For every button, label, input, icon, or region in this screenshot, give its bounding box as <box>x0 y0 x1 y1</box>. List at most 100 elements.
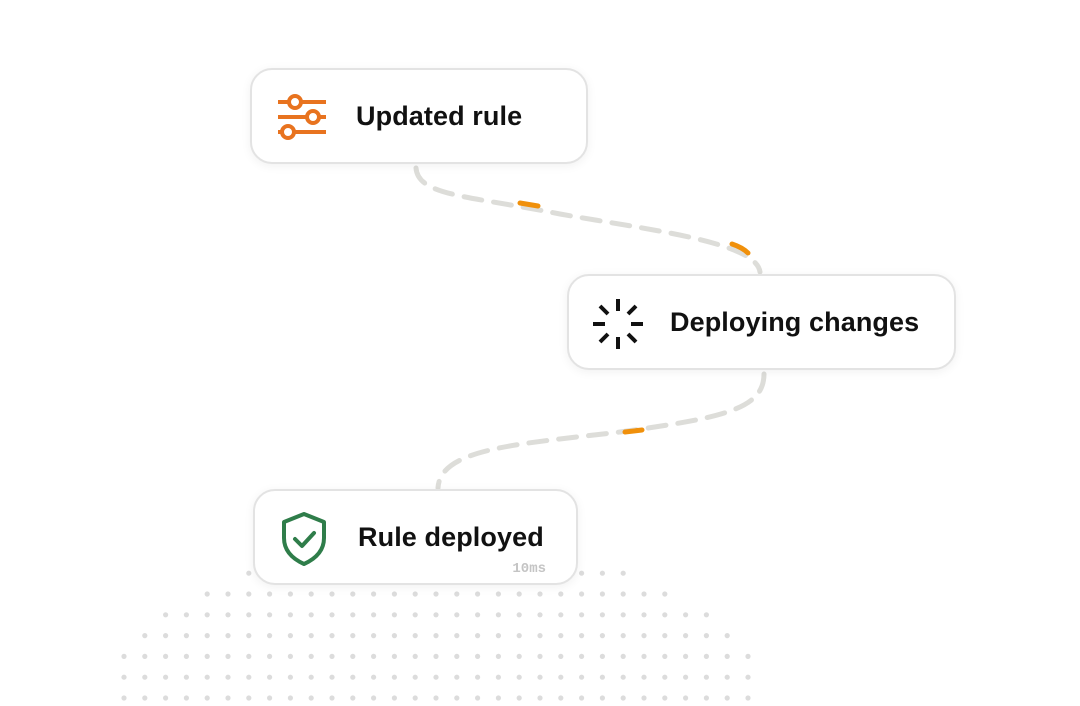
step-duration: 10ms <box>512 561 546 577</box>
pattern-dot <box>579 612 585 618</box>
step-label-deploying-changes: Deploying changes <box>670 307 920 337</box>
pattern-dot <box>287 591 293 597</box>
connectors <box>413 165 767 491</box>
pattern-dot <box>308 612 314 618</box>
pattern-dot <box>475 591 481 597</box>
connector-highlight-1 <box>517 200 541 209</box>
pattern-dot <box>641 674 647 680</box>
pattern-dot <box>350 612 356 618</box>
pattern-dot <box>433 591 439 597</box>
pattern-dot <box>225 695 231 701</box>
pattern-dot <box>579 591 585 597</box>
pattern-dot <box>641 591 647 597</box>
pattern-dot <box>703 612 710 618</box>
pattern-dot <box>558 612 564 618</box>
pattern-dot <box>620 591 626 597</box>
pattern-dot <box>683 674 689 680</box>
pattern-dot <box>267 633 273 639</box>
pattern-dot <box>225 653 231 660</box>
pattern-dot <box>308 633 314 639</box>
pattern-dot <box>412 612 418 618</box>
pattern-dot <box>724 695 730 701</box>
pattern-dot <box>620 570 626 576</box>
pattern-dot <box>516 591 522 597</box>
connector-highlight-2 <box>729 241 751 256</box>
pattern-dot <box>183 674 189 680</box>
pattern-dot <box>163 633 169 639</box>
pattern-dot <box>703 695 710 701</box>
pattern-dot <box>308 674 314 680</box>
pattern-dot <box>662 591 668 597</box>
step-label-updated-rule: Updated rule <box>356 101 523 131</box>
pattern-dot <box>579 570 585 576</box>
pattern-dot <box>371 612 377 618</box>
pattern-dot <box>579 674 585 680</box>
pattern-dot <box>641 695 647 701</box>
pattern-dot <box>204 591 210 597</box>
pattern-dot <box>121 653 127 660</box>
pattern-dot <box>495 633 501 639</box>
pattern-dot <box>287 633 293 639</box>
pattern-dot <box>599 653 606 660</box>
pattern-dot <box>662 695 668 701</box>
pattern-dot <box>350 591 356 597</box>
pattern-dot <box>246 695 252 701</box>
pattern-dot <box>558 591 564 597</box>
pattern-dot <box>371 695 377 701</box>
pattern-dot <box>475 633 481 639</box>
pattern-dot <box>267 653 273 660</box>
pattern-dot <box>142 653 148 660</box>
step-label-rule-deployed: Rule deployed <box>358 522 544 552</box>
pattern-dot <box>620 674 626 680</box>
pattern-dot <box>183 695 189 701</box>
pattern-dot <box>475 653 481 660</box>
pattern-dot <box>350 633 356 639</box>
pattern-dot <box>246 612 252 618</box>
shield-check-icon <box>282 512 326 566</box>
pattern-dot <box>745 653 751 660</box>
pattern-dot <box>599 570 606 576</box>
pattern-dot <box>558 633 564 639</box>
pattern-dot <box>350 653 356 660</box>
pattern-dot <box>246 570 252 576</box>
pattern-dot <box>454 633 460 639</box>
connector-updated-to-deploying <box>413 165 763 275</box>
pattern-dot <box>350 695 356 701</box>
pattern-dot <box>537 674 543 680</box>
pattern-dot <box>350 674 356 680</box>
pattern-dot <box>329 612 335 618</box>
pattern-dot <box>662 612 668 618</box>
pattern-dot <box>433 653 439 660</box>
pattern-dot <box>454 695 460 701</box>
pattern-dot <box>516 612 522 618</box>
pattern-dot <box>683 653 689 660</box>
pattern-dot <box>703 653 710 660</box>
pattern-dot <box>267 695 273 701</box>
pattern-dot <box>537 591 543 597</box>
pattern-dot <box>225 591 231 597</box>
pattern-dot <box>142 674 148 680</box>
pattern-dot <box>599 633 606 639</box>
pattern-dot <box>641 633 647 639</box>
pattern-dot <box>516 695 522 701</box>
pattern-dot <box>204 653 210 660</box>
pattern-dot <box>516 633 522 639</box>
pattern-dot <box>204 674 210 680</box>
pattern-dot <box>142 633 148 639</box>
pattern-dot <box>246 633 252 639</box>
pattern-dot <box>371 674 377 680</box>
pattern-dot <box>683 612 689 618</box>
step-updated-rule[interactable]: Updated rule <box>250 68 588 164</box>
pattern-dot <box>475 695 481 701</box>
pattern-dot <box>246 653 252 660</box>
pattern-dot <box>641 653 647 660</box>
step-rule-deployed[interactable]: Rule deployed 10ms <box>253 489 578 585</box>
pattern-dot <box>579 695 585 701</box>
step-deploying-changes[interactable]: Deploying changes <box>567 274 956 370</box>
pattern-dot <box>329 653 335 660</box>
pattern-dot <box>225 674 231 680</box>
pattern-dot <box>225 633 231 639</box>
pattern-dot <box>475 612 481 618</box>
